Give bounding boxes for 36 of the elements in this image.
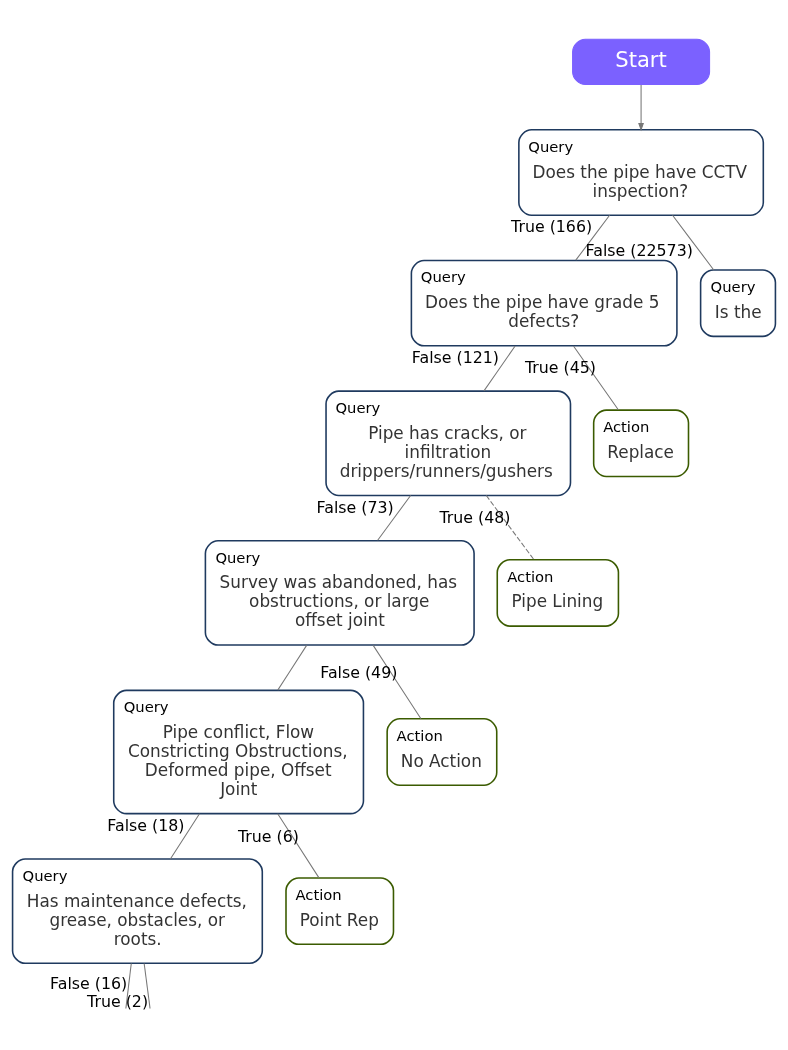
edge-label: False (22573) bbox=[585, 240, 693, 260]
connector bbox=[483, 344, 516, 391]
node-box: Action Pipe Lining bbox=[496, 558, 620, 627]
edge-label: False (18) bbox=[107, 815, 185, 835]
node-box: Query Does the pipe have grade 5 defects? bbox=[410, 259, 678, 347]
connector bbox=[277, 644, 308, 691]
node-box: Action Replace bbox=[592, 408, 690, 477]
node-box: Query Pipe has cracks, or infiltration drippers/runners/gushers bbox=[325, 389, 572, 496]
node-box: Action No Action bbox=[386, 717, 498, 786]
connector bbox=[277, 812, 320, 878]
edge-label: True (45) bbox=[524, 357, 596, 377]
connector bbox=[125, 962, 132, 1009]
connector bbox=[572, 344, 619, 410]
node-box: Query Has maintenance defects, grease, obstacles, or roots. bbox=[11, 857, 264, 964]
node-box: Start bbox=[572, 38, 711, 85]
connector bbox=[170, 812, 200, 859]
connector bbox=[143, 962, 151, 1009]
edge-label: False (49) bbox=[320, 662, 398, 682]
node-box: Query Is the bbox=[699, 268, 777, 337]
edge-label: True (6) bbox=[238, 826, 299, 846]
node-box: Query Pipe conflict, Flow Constricting Obstructions, Deformed pipe, Offset Joint bbox=[112, 689, 365, 814]
edge-label: False (73) bbox=[316, 497, 394, 517]
arrow bbox=[638, 83, 645, 131]
connector bbox=[672, 214, 715, 270]
connector bbox=[485, 494, 535, 560]
node-box: Query Survey was abandoned, has obstructions, or large offset joint bbox=[204, 539, 475, 646]
edge-label: False (121) bbox=[411, 347, 500, 367]
edge-label: False (16) bbox=[50, 973, 128, 993]
edge-label: True (166) bbox=[511, 216, 593, 236]
edge-label: True (48) bbox=[439, 507, 511, 527]
connector bbox=[575, 214, 611, 261]
edge-label: True (2) bbox=[87, 991, 149, 1011]
node-box: Query Does the pipe have CCTV inspection? bbox=[518, 128, 765, 216]
connector bbox=[377, 494, 412, 541]
connector bbox=[372, 644, 422, 719]
node-box: Action Point Rep bbox=[285, 876, 395, 945]
